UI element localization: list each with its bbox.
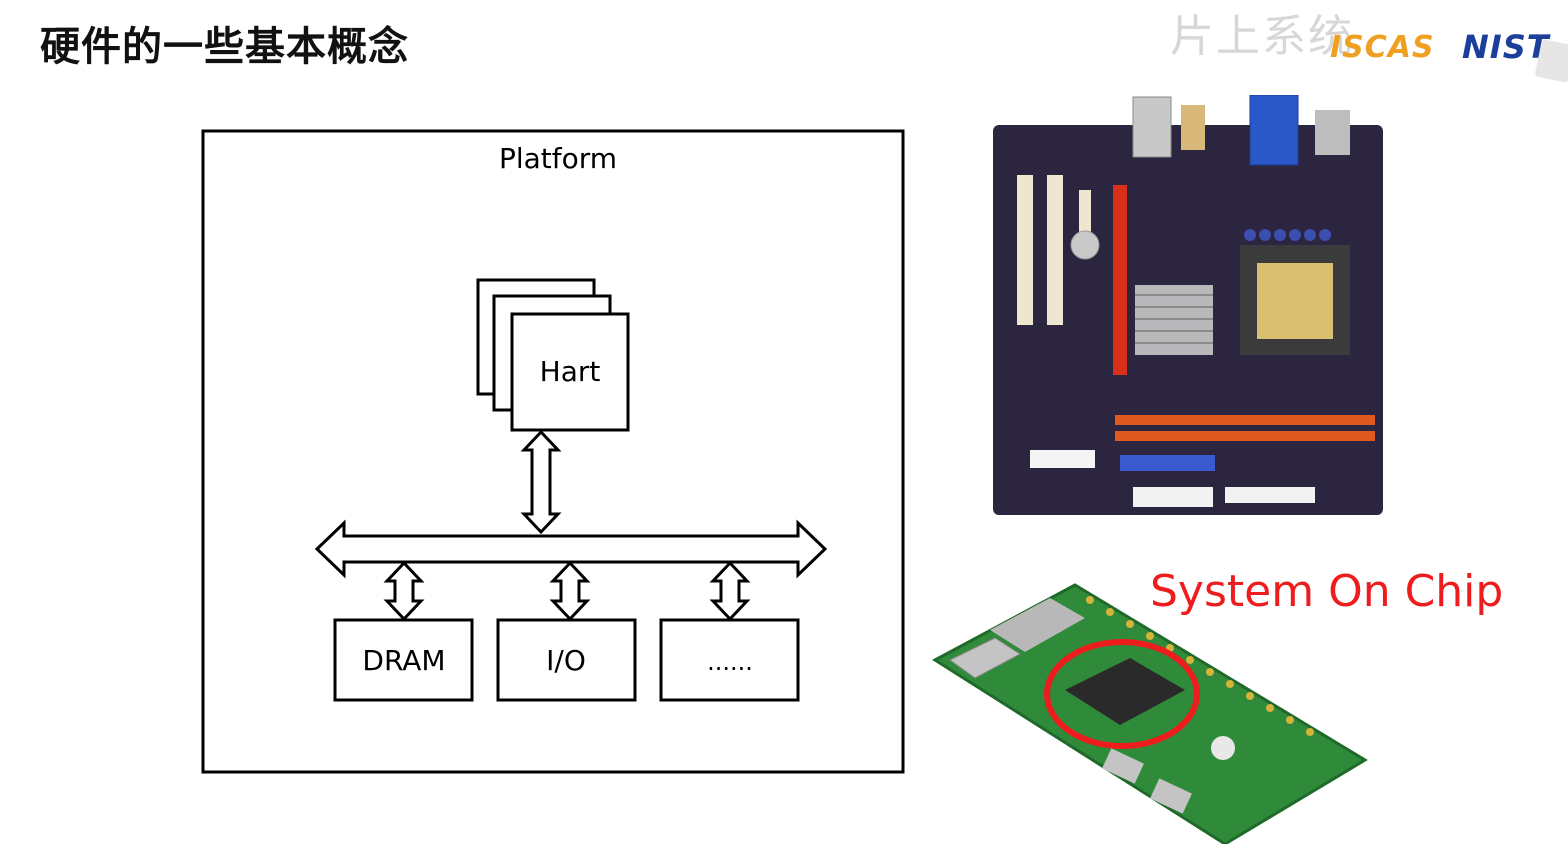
raspberry-pi-zero-photo [932, 583, 1368, 844]
iscas-logo: ISCAS [1330, 30, 1435, 65]
dram-box [333, 618, 474, 702]
platform-label: Platform [499, 142, 617, 175]
hart-label: Hart [540, 355, 601, 388]
hart-box [510, 312, 630, 432]
nist-logo: NIST [1462, 28, 1550, 66]
io-box [496, 618, 637, 702]
other-device-label: ...... [707, 648, 753, 676]
io-label: I/O [546, 644, 586, 677]
hart-bus-arrow [520, 429, 562, 535]
soc-highlight-circle [1044, 639, 1200, 749]
platform-diagram: Platform Hart DRAM I/O ...... [201, 129, 905, 774]
motherboard-photo [993, 95, 1383, 515]
slide-title: 硬件的一些基本概念 [40, 24, 409, 70]
system-bus-arrow [314, 519, 828, 579]
soc-label: System On Chip [1150, 566, 1504, 617]
dram-label: DRAM [362, 644, 445, 677]
watermark-text: 片上系统 [1170, 11, 1354, 62]
other-device-box [659, 618, 800, 702]
